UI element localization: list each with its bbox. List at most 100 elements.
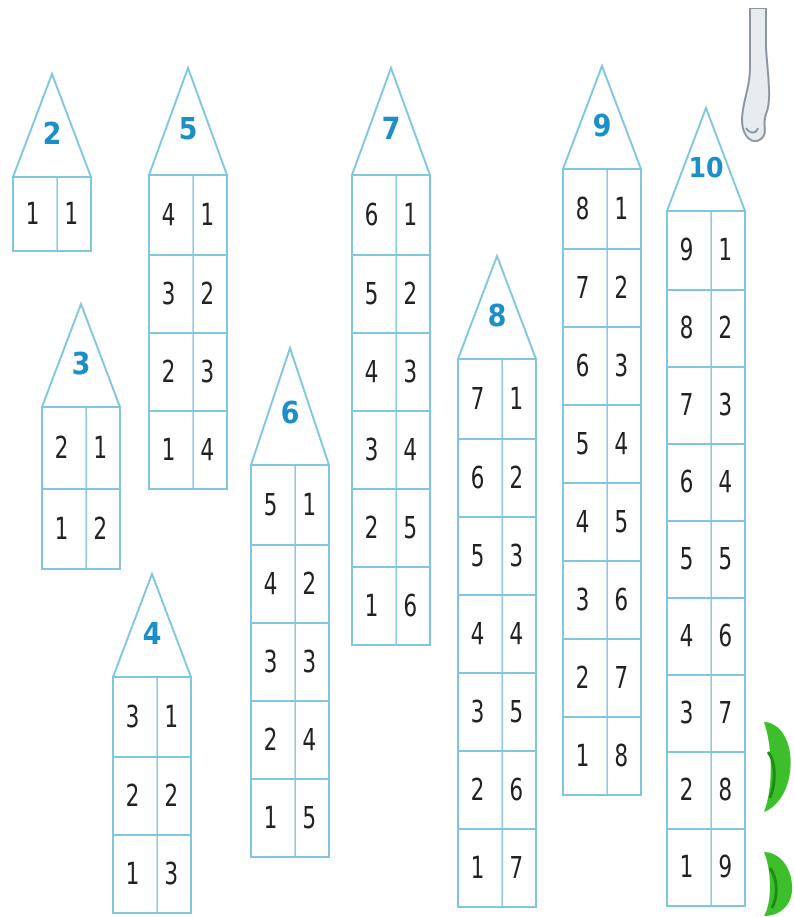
house-table: 918273645546372819 bbox=[666, 210, 746, 907]
left-addend: 6 bbox=[673, 445, 700, 520]
right-addend: 1 bbox=[156, 678, 184, 756]
house-row: 42 bbox=[252, 544, 328, 622]
roof-number: 8 bbox=[457, 299, 537, 334]
right-addend: 1 bbox=[85, 408, 113, 488]
house-roof: 6 bbox=[250, 346, 330, 466]
roof-number: 9 bbox=[562, 109, 642, 144]
right-addend: 4 bbox=[294, 702, 322, 778]
left-addend: 1 bbox=[19, 178, 46, 250]
house-roof: 10 bbox=[666, 106, 746, 212]
animal-paw-decoration bbox=[736, 8, 776, 148]
right-addend: 1 bbox=[294, 466, 322, 544]
right-addend: 1 bbox=[395, 176, 423, 254]
house-row: 71 bbox=[459, 360, 535, 438]
roof-number: 10 bbox=[666, 151, 746, 184]
right-addend: 3 bbox=[192, 334, 220, 410]
right-addend: 6 bbox=[710, 599, 738, 674]
left-addend: 3 bbox=[673, 676, 700, 751]
house-row: 18 bbox=[564, 716, 640, 794]
left-addend: 8 bbox=[673, 291, 700, 366]
right-addend: 5 bbox=[294, 780, 322, 856]
right-addend: 4 bbox=[501, 596, 529, 672]
right-addend: 2 bbox=[85, 490, 113, 568]
left-addend: 5 bbox=[358, 256, 385, 332]
left-addend: 1 bbox=[673, 830, 700, 905]
right-addend: 3 bbox=[501, 518, 529, 594]
left-addend: 2 bbox=[673, 753, 700, 828]
left-addend: 2 bbox=[155, 334, 182, 410]
left-addend: 3 bbox=[569, 562, 596, 638]
number-house-10: 10918273645546372819 bbox=[666, 106, 746, 907]
house-roof: 5 bbox=[148, 66, 228, 176]
right-addend: 1 bbox=[710, 212, 738, 289]
right-addend: 3 bbox=[606, 328, 634, 404]
left-addend: 1 bbox=[48, 490, 75, 568]
right-addend: 8 bbox=[710, 753, 738, 828]
house-row: 51 bbox=[252, 466, 328, 544]
left-addend: 2 bbox=[257, 702, 284, 778]
house-row: 53 bbox=[459, 516, 535, 594]
house-table: 2112 bbox=[41, 406, 121, 570]
house-row: 62 bbox=[459, 438, 535, 516]
right-addend: 1 bbox=[501, 360, 529, 438]
roof-number: 7 bbox=[351, 112, 431, 147]
house-roof: 4 bbox=[112, 572, 192, 678]
house-table: 41322314 bbox=[148, 174, 228, 490]
left-addend: 1 bbox=[119, 836, 146, 912]
left-addend: 7 bbox=[464, 360, 491, 438]
roof-number: 2 bbox=[12, 117, 92, 152]
right-addend: 3 bbox=[395, 334, 423, 410]
roof-number: 4 bbox=[112, 617, 192, 652]
house-row: 34 bbox=[353, 410, 429, 488]
right-addend: 1 bbox=[606, 170, 634, 248]
roof-number: 6 bbox=[250, 396, 330, 431]
right-addend: 6 bbox=[606, 562, 634, 638]
left-addend: 7 bbox=[673, 368, 700, 443]
right-addend: 9 bbox=[710, 830, 738, 905]
left-addend: 4 bbox=[569, 484, 596, 560]
left-addend: 5 bbox=[464, 518, 491, 594]
roof-number: 5 bbox=[148, 112, 228, 147]
right-addend: 4 bbox=[192, 412, 220, 488]
left-addend: 1 bbox=[569, 718, 596, 794]
left-addend: 6 bbox=[464, 440, 491, 516]
house-row: 37 bbox=[668, 674, 744, 751]
house-row: 23 bbox=[150, 332, 226, 410]
left-addend: 4 bbox=[673, 599, 700, 674]
left-addend: 5 bbox=[569, 406, 596, 482]
number-house-7: 7615243342516 bbox=[351, 66, 431, 646]
left-addend: 6 bbox=[569, 328, 596, 404]
left-addend: 2 bbox=[48, 408, 75, 488]
right-addend: 7 bbox=[501, 830, 529, 906]
right-addend: 2 bbox=[395, 256, 423, 332]
house-roof: 9 bbox=[562, 64, 642, 170]
right-addend: 3 bbox=[710, 368, 738, 443]
house-row: 45 bbox=[564, 482, 640, 560]
right-addend: 4 bbox=[710, 445, 738, 520]
house-roof: 2 bbox=[12, 72, 92, 178]
house-row: 36 bbox=[564, 560, 640, 638]
left-addend: 4 bbox=[358, 334, 385, 410]
number-house-3: 32112 bbox=[41, 302, 121, 570]
house-row: 63 bbox=[564, 326, 640, 404]
right-addend: 6 bbox=[395, 568, 423, 644]
